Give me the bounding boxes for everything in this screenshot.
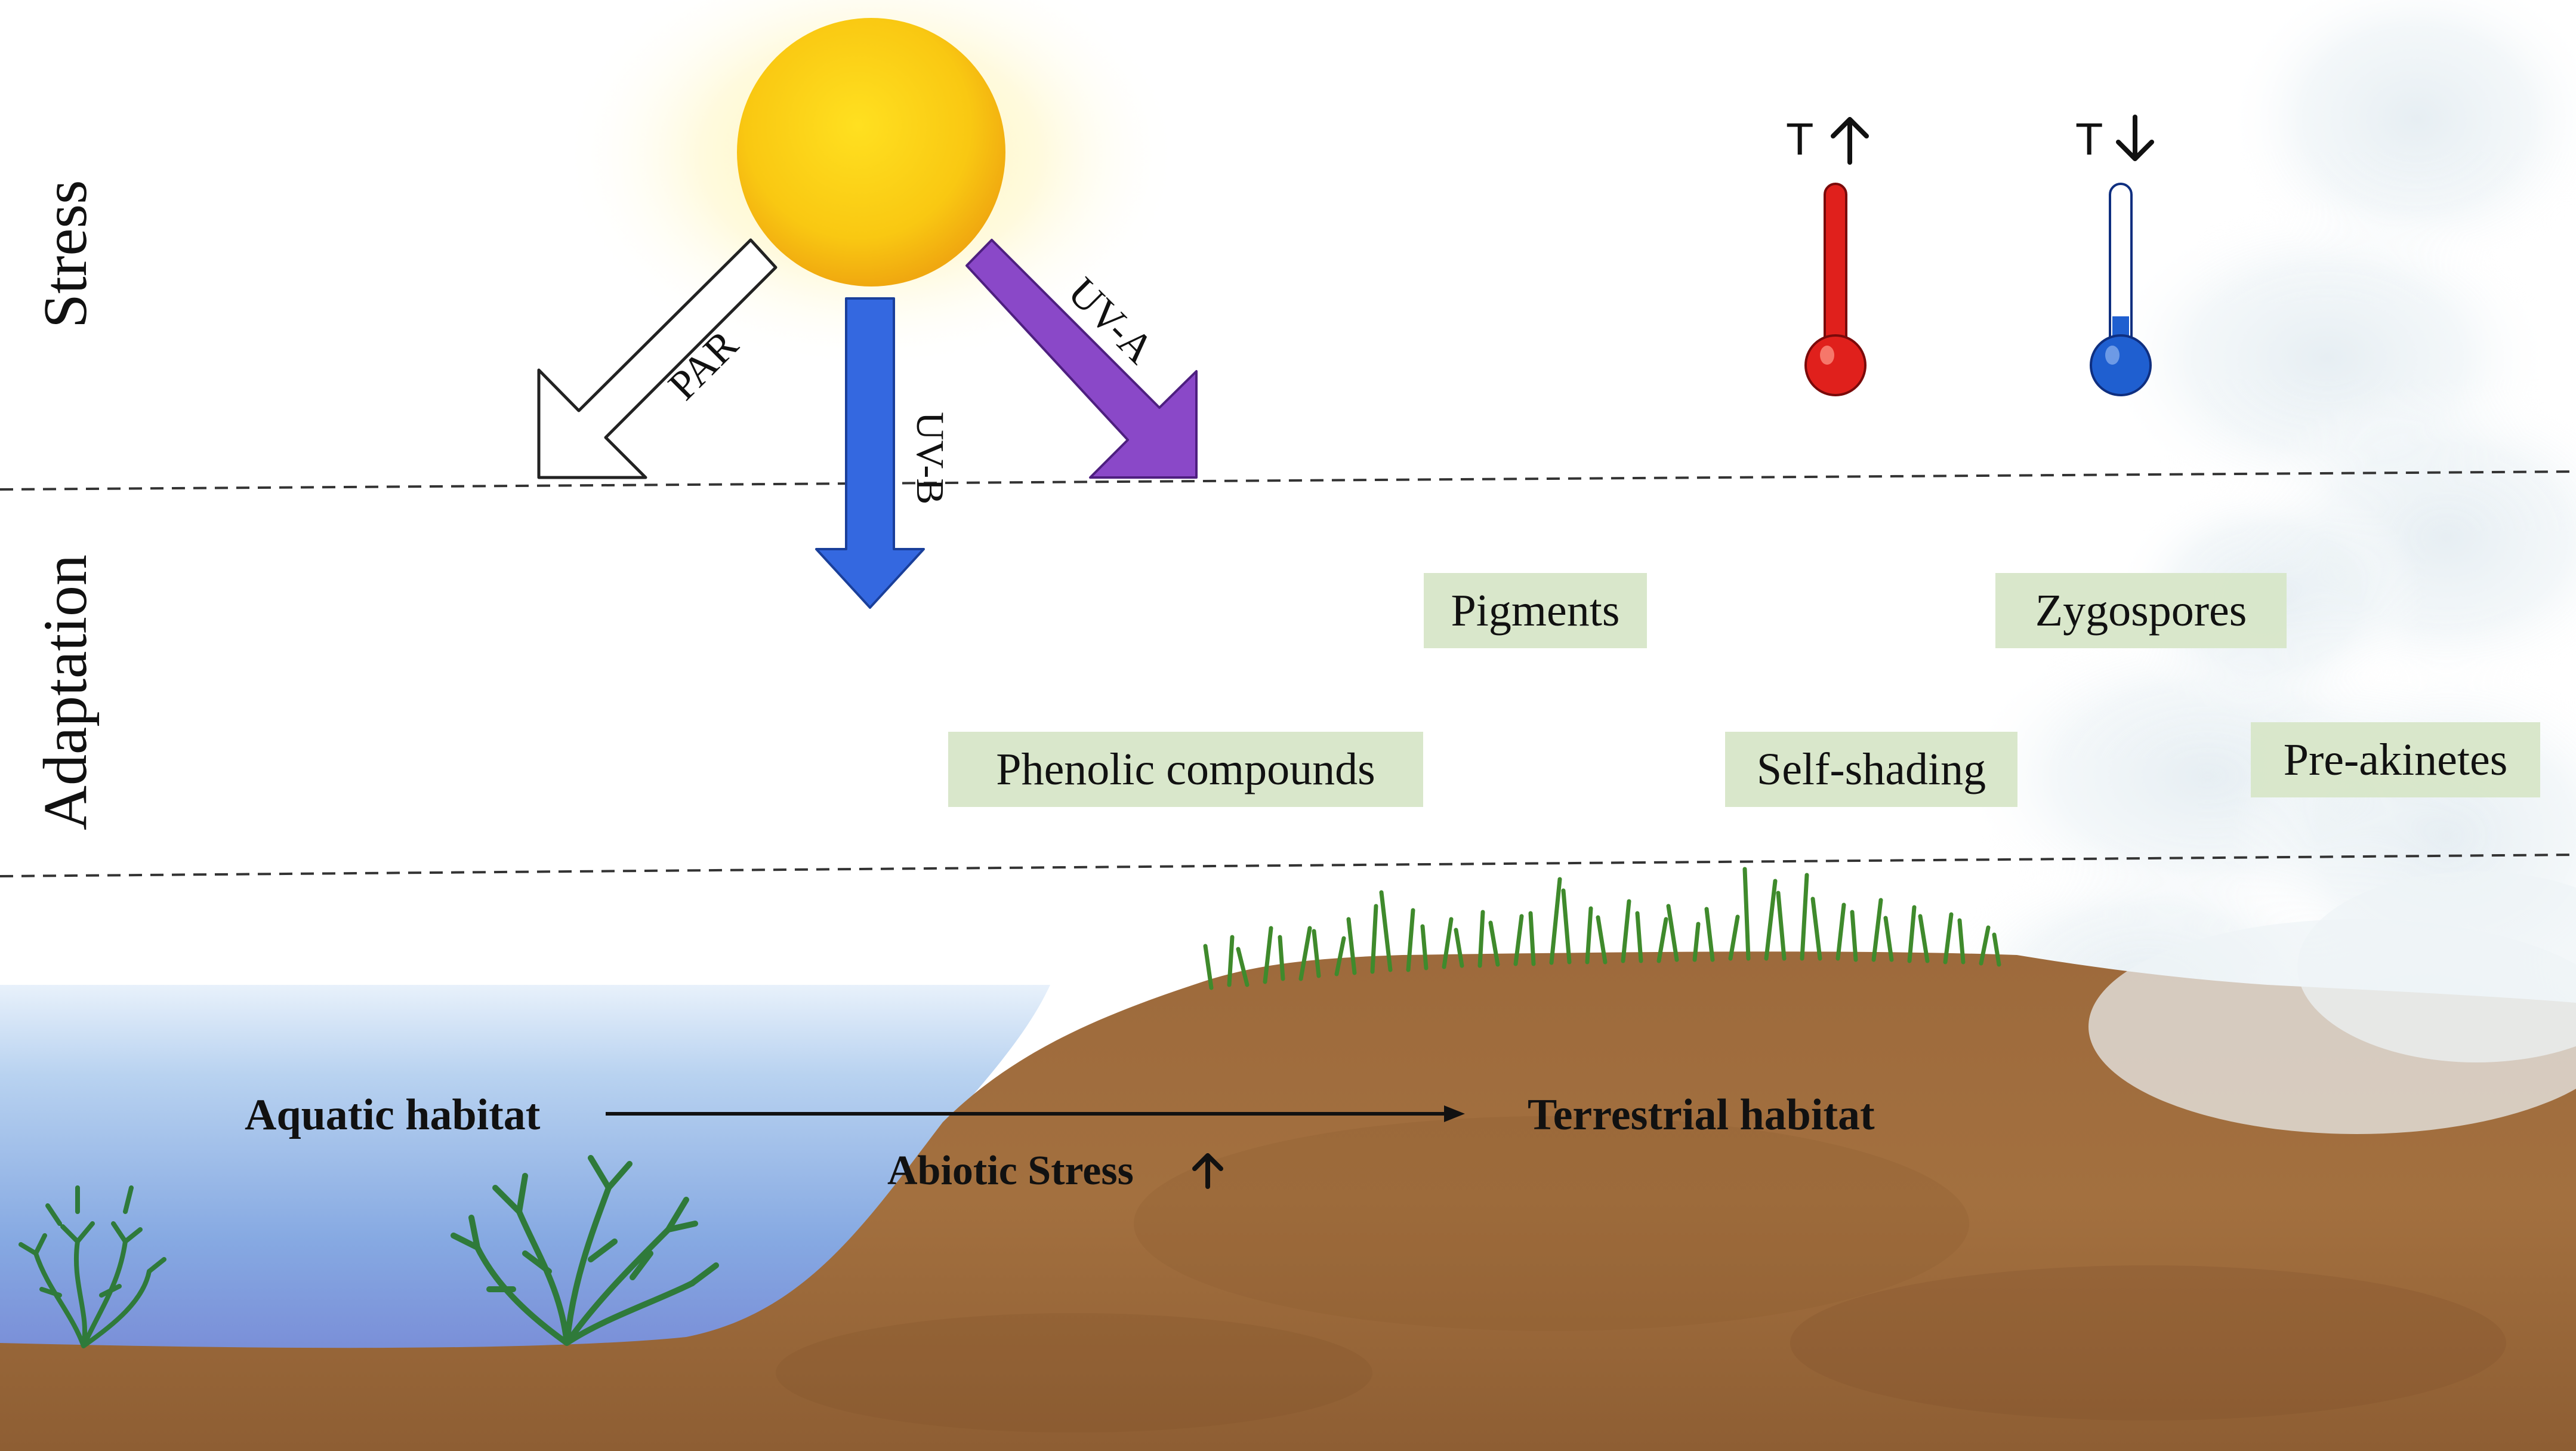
water-body [0, 985, 1050, 1349]
uvb-label: UV-B [908, 412, 952, 505]
zygospores-box: Zygospores [1995, 573, 2287, 648]
stress-section-label: Stress [31, 180, 100, 328]
soil-hill [0, 951, 2576, 1451]
sun [737, 18, 1005, 286]
aquatic-habitat-label: Aquatic habitat [245, 1090, 541, 1139]
arrow-down-icon [2116, 115, 2154, 161]
abiotic-stress-label: Abiotic Stress [887, 1148, 1134, 1194]
thermometer-hot [1804, 183, 1867, 396]
aquatic-plant-center [451, 1155, 719, 1346]
phenolic-compounds-box: Phenolic compounds [948, 732, 1423, 807]
pre-akinetes-box: Pre-akinetes [2251, 722, 2540, 797]
pigments-box: Pigments [1424, 573, 1647, 648]
grass [1203, 867, 2001, 990]
thermometer-cold [2090, 183, 2152, 396]
low-temperature-label: T [2075, 114, 2103, 165]
uva-arrow [965, 239, 1198, 479]
high-temperature-label: T [1786, 114, 1814, 165]
self-shading-box: Self-shading [1725, 732, 2017, 807]
terrestrial-habitat-label: Terrestrial habitat [1528, 1090, 1875, 1139]
aquatic-plant-left [18, 1185, 166, 1348]
uvb-arrow [815, 297, 925, 609]
arrow-up-icon [1831, 117, 1869, 165]
adaptation-section-label: Adaptation [31, 554, 100, 831]
par-arrow [537, 238, 778, 479]
arrow-up-icon [1192, 1153, 1223, 1189]
temp-arrows [1831, 115, 2154, 165]
habitat-arrow [606, 1105, 1465, 1122]
